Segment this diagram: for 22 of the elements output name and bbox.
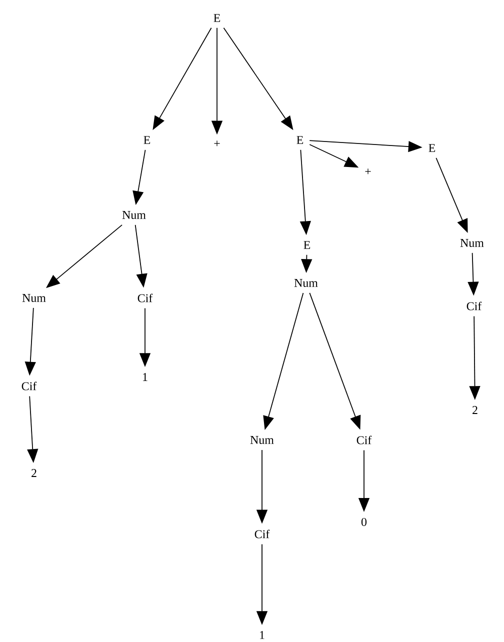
node-label: 2 [32, 469, 36, 477]
node-label: Cif [254, 530, 270, 538]
node-label: Num [122, 211, 146, 219]
node-label: E [304, 241, 310, 249]
node-label: Cif [138, 294, 153, 302]
node-label: 0 [361, 518, 367, 526]
node-label: E [296, 136, 304, 144]
node-label: + [214, 140, 220, 146]
node-label: Cif [22, 382, 37, 390]
node-label: 1 [143, 373, 148, 381]
node-label: Num [250, 436, 274, 444]
node-label: 1 [260, 631, 264, 639]
node-label: Cif [356, 436, 372, 444]
node-label: E [144, 136, 150, 144]
node-label: E [428, 144, 436, 152]
node-label: 2 [472, 406, 478, 414]
node-label: Num [460, 239, 484, 247]
node-label: Cif [466, 302, 482, 310]
node-label: Num [294, 279, 318, 287]
node-label: Num [22, 294, 46, 302]
node-label: + [365, 168, 371, 174]
node-label: E [214, 14, 220, 22]
